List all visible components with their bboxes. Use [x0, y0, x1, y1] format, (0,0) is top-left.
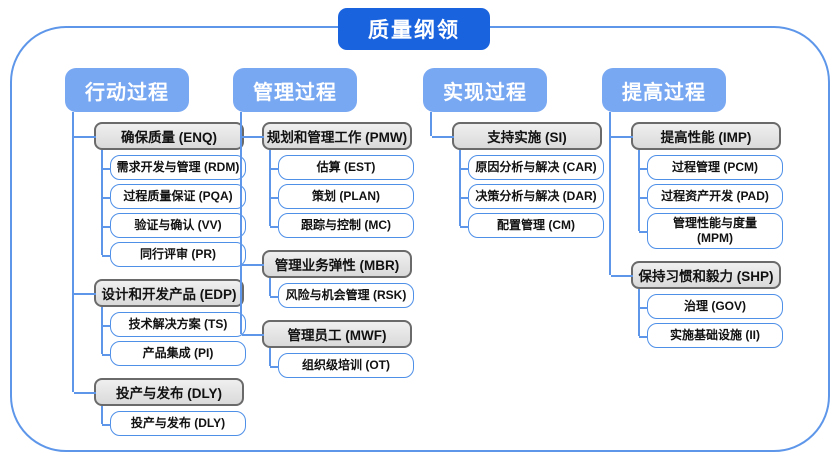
- column-header: 提高过程: [602, 68, 726, 112]
- connector-trunk: [72, 112, 74, 392]
- group-list: 提高性能 (IMP) 过程管理 (PCM) 过程资产开发 (PAD) 管理性能与度量 …: [609, 112, 783, 348]
- leaf-node: 管理性能与度量 (MPM): [639, 213, 783, 249]
- leaf-list: 投产与发布 (DLY): [101, 406, 246, 436]
- connector-trunk: [269, 348, 271, 366]
- leaf-box: 需求开发与管理 (RDM): [102, 155, 246, 180]
- group-box: 设计和开发产品 (EDP): [74, 279, 244, 307]
- quality-program-title: 质量纲领: [338, 8, 490, 50]
- connector-trunk: [609, 112, 611, 275]
- group-box: 支持实施 (SI): [432, 122, 602, 150]
- leaf-box: 同行评审 (PR): [102, 242, 246, 267]
- leaf-box: 决策分析与解决 (DAR): [460, 184, 604, 209]
- leaf-box: 风险与机会管理 (RSK): [270, 283, 414, 308]
- leaf-box: 组织级培训 (OT): [270, 353, 414, 378]
- connector-trunk: [459, 150, 461, 226]
- leaf-box: 产品集成 (PI): [102, 341, 246, 366]
- group-box: 投产与发布 (DLY): [74, 378, 244, 406]
- leaf-node: 决策分析与解决 (DAR): [460, 184, 604, 209]
- leaf-node: 原因分析与解决 (CAR): [460, 155, 604, 180]
- leaf-node: 技术解决方案 (TS): [102, 312, 246, 337]
- group-node: 管理业务弹性 (MBR) 风险与机会管理 (RSK): [242, 250, 414, 308]
- leaf-box: 估算 (EST): [270, 155, 414, 180]
- leaf-box: 跟踪与控制 (MC): [270, 213, 414, 238]
- group-node: 确保质量 (ENQ) 需求开发与管理 (RDM) 过程质量保证 (PQA) 验证与确认…: [74, 122, 246, 267]
- leaf-box: 原因分析与解决 (CAR): [460, 155, 604, 180]
- connector-trunk: [240, 112, 242, 334]
- leaf-box: 技术解决方案 (TS): [102, 312, 246, 337]
- leaf-list: 过程管理 (PCM) 过程资产开发 (PAD) 管理性能与度量 (MPM): [638, 150, 783, 249]
- leaf-list: 需求开发与管理 (RDM) 过程质量保证 (PQA) 验证与确认 (VV) 同行评审 …: [101, 150, 246, 267]
- connector-trunk: [269, 150, 271, 226]
- leaf-box: 策划 (PLAN): [270, 184, 414, 209]
- group-box: 保持习惯和毅力 (SHP): [611, 261, 781, 289]
- leaf-box: 验证与确认 (VV): [102, 213, 246, 238]
- process-column-4: 提高过程提高性能 (IMP) 过程管理 (PCM) 过程资产开发 (PAD) 管理性能…: [602, 68, 783, 348]
- leaf-node: 配置管理 (CM): [460, 213, 604, 238]
- group-node: 投产与发布 (DLY) 投产与发布 (DLY): [74, 378, 246, 436]
- leaf-node: 过程质量保证 (PQA): [102, 184, 246, 209]
- connector-trunk: [269, 278, 271, 296]
- group-box: 管理业务弹性 (MBR): [242, 250, 412, 278]
- group-box: 提高性能 (IMP): [611, 122, 781, 150]
- leaf-node: 估算 (EST): [270, 155, 414, 180]
- process-column-2: 管理过程规划和管理工作 (PMW) 估算 (EST) 策划 (PLAN) 跟踪与控制 …: [233, 68, 414, 378]
- leaf-node: 实施基础设施 (II): [639, 323, 783, 348]
- leaf-box: 配置管理 (CM): [460, 213, 604, 238]
- process-column-1: 行动过程确保质量 (ENQ) 需求开发与管理 (RDM) 过程质量保证 (PQA) 验…: [65, 68, 246, 436]
- leaf-node: 产品集成 (PI): [102, 341, 246, 366]
- leaf-box: 管理性能与度量 (MPM): [639, 213, 783, 249]
- group-node: 设计和开发产品 (EDP) 技术解决方案 (TS) 产品集成 (PI): [74, 279, 246, 366]
- group-box: 确保质量 (ENQ): [74, 122, 244, 150]
- leaf-box: 投产与发布 (DLY): [102, 411, 246, 436]
- connector-trunk: [638, 289, 640, 336]
- leaf-box: 过程质量保证 (PQA): [102, 184, 246, 209]
- group-box: 管理员工 (MWF): [242, 320, 412, 348]
- leaf-node: 过程资产开发 (PAD): [639, 184, 783, 209]
- connector-trunk: [430, 112, 432, 136]
- leaf-list: 治理 (GOV) 实施基础设施 (II): [638, 289, 783, 348]
- leaf-list: 组织级培训 (OT): [269, 348, 414, 378]
- leaf-node: 组织级培训 (OT): [270, 353, 414, 378]
- leaf-node: 投产与发布 (DLY): [102, 411, 246, 436]
- leaf-node: 治理 (GOV): [639, 294, 783, 319]
- connector-trunk: [101, 307, 103, 354]
- group-list: 支持实施 (SI) 原因分析与解决 (CAR) 决策分析与解决 (DAR) 配置管理 …: [430, 112, 604, 238]
- leaf-box: 过程资产开发 (PAD): [639, 184, 783, 209]
- leaf-list: 原因分析与解决 (CAR) 决策分析与解决 (DAR) 配置管理 (CM): [459, 150, 604, 238]
- leaf-box: 实施基础设施 (II): [639, 323, 783, 348]
- leaf-node: 需求开发与管理 (RDM): [102, 155, 246, 180]
- connector-trunk: [101, 150, 103, 255]
- leaf-list: 技术解决方案 (TS) 产品集成 (PI): [101, 307, 246, 366]
- group-list: 确保质量 (ENQ) 需求开发与管理 (RDM) 过程质量保证 (PQA) 验证与确认…: [72, 112, 246, 436]
- column-header: 实现过程: [423, 68, 547, 112]
- leaf-list: 估算 (EST) 策划 (PLAN) 跟踪与控制 (MC): [269, 150, 414, 238]
- leaf-node: 风险与机会管理 (RSK): [270, 283, 414, 308]
- group-list: 规划和管理工作 (PMW) 估算 (EST) 策划 (PLAN) 跟踪与控制 (MC)…: [240, 112, 414, 378]
- connector-trunk: [101, 406, 103, 424]
- group-box: 规划和管理工作 (PMW): [242, 122, 412, 150]
- group-node: 提高性能 (IMP) 过程管理 (PCM) 过程资产开发 (PAD) 管理性能与度量 …: [611, 122, 783, 249]
- group-node: 保持习惯和毅力 (SHP) 治理 (GOV) 实施基础设施 (II): [611, 261, 783, 348]
- column-header: 行动过程: [65, 68, 189, 112]
- connector-trunk: [638, 150, 640, 231]
- leaf-node: 过程管理 (PCM): [639, 155, 783, 180]
- group-node: 支持实施 (SI) 原因分析与解决 (CAR) 决策分析与解决 (DAR) 配置管理 …: [432, 122, 604, 238]
- column-header: 管理过程: [233, 68, 357, 112]
- leaf-node: 验证与确认 (VV): [102, 213, 246, 238]
- group-node: 规划和管理工作 (PMW) 估算 (EST) 策划 (PLAN) 跟踪与控制 (MC): [242, 122, 414, 238]
- group-node: 管理员工 (MWF) 组织级培训 (OT): [242, 320, 414, 378]
- leaf-node: 同行评审 (PR): [102, 242, 246, 267]
- process-column-3: 实现过程支持实施 (SI) 原因分析与解决 (CAR) 决策分析与解决 (DAR) 配…: [423, 68, 604, 238]
- leaf-box: 治理 (GOV): [639, 294, 783, 319]
- leaf-box: 过程管理 (PCM): [639, 155, 783, 180]
- leaf-list: 风险与机会管理 (RSK): [269, 278, 414, 308]
- leaf-node: 跟踪与控制 (MC): [270, 213, 414, 238]
- leaf-node: 策划 (PLAN): [270, 184, 414, 209]
